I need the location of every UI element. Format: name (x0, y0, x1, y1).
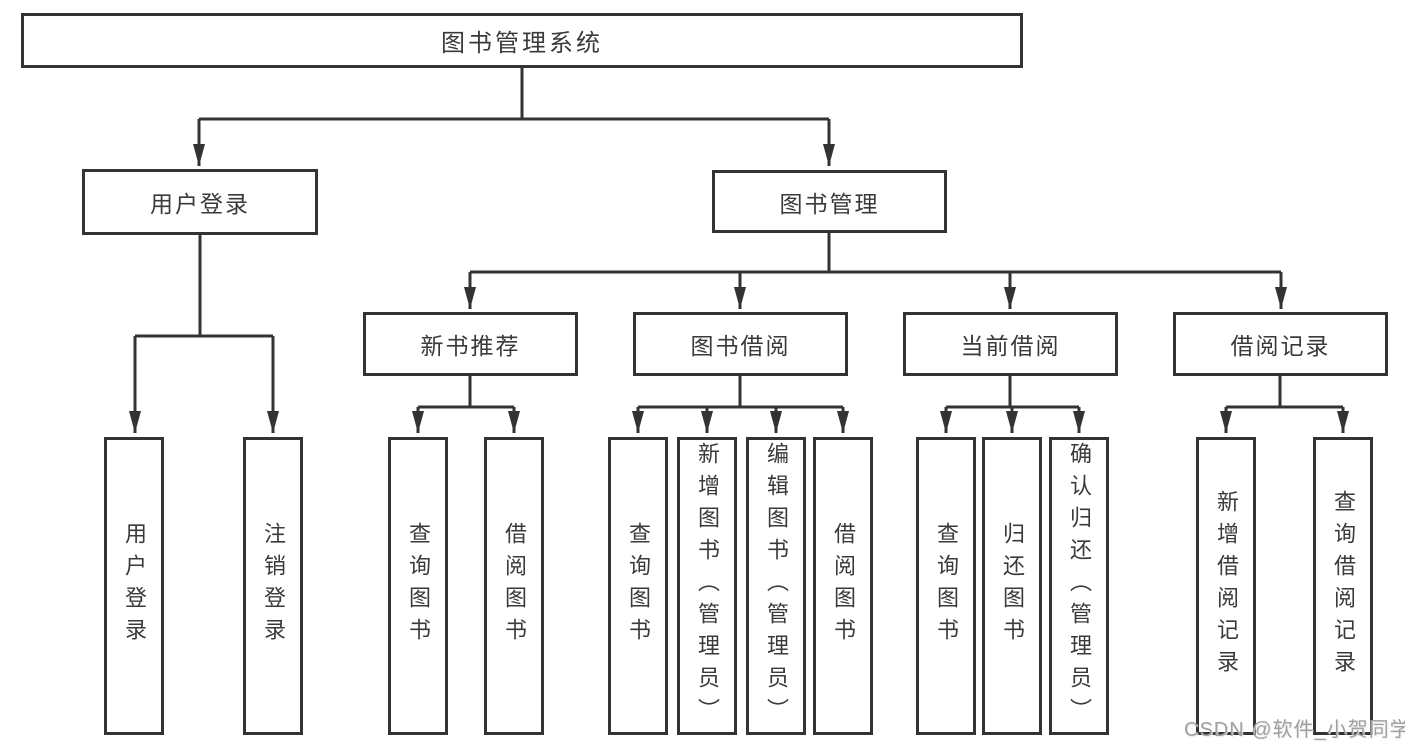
leaf-label: 注销登录 (261, 522, 286, 650)
node-leaf-borrow-books-recommend: 借阅图书 (484, 437, 544, 735)
leaf-label: 查询图书 (406, 522, 431, 650)
node-leaf-query-books-borrowing: 查询图书 (608, 437, 668, 735)
node-leaf-borrow-books: 借阅图书 (813, 437, 873, 735)
leaf-label: 借阅图书 (831, 522, 856, 650)
leaf-label: 查询图书 (934, 522, 959, 650)
node-current-borrowing: 当前借阅 (903, 312, 1118, 376)
node-new-book-recommendation: 新书推荐 (363, 312, 578, 376)
leaf-label: 编辑图书（管理员） (764, 442, 789, 730)
leaf-label: 借阅图书 (502, 522, 527, 650)
node-leaf-confirm-return-admin: 确认归还（管理员） (1049, 437, 1109, 735)
leaf-label: 新增借阅记录 (1214, 490, 1239, 682)
node-leaf-query-books-recommend: 查询图书 (388, 437, 448, 735)
node-leaf-add-borrow-record: 新增借阅记录 (1196, 437, 1256, 735)
leaf-label: 查询图书 (626, 522, 651, 650)
leaf-label: 归还图书 (1000, 522, 1025, 650)
node-leaf-edit-books-admin: 编辑图书（管理员） (746, 437, 806, 735)
node-book-borrowing: 图书借阅 (633, 312, 848, 376)
node-book-management-branch: 图书管理 (712, 170, 947, 233)
leaf-label: 新增图书（管理员） (695, 442, 720, 730)
node-leaf-query-borrow-record: 查询借阅记录 (1313, 437, 1373, 735)
node-leaf-logout: 注销登录 (243, 437, 303, 735)
leaf-label: 用户登录 (122, 522, 147, 650)
node-leaf-query-books-current: 查询图书 (916, 437, 976, 735)
node-leaf-return-books: 归还图书 (982, 437, 1042, 735)
csdn-watermark: CSDN @软件_小贺同学 (1184, 719, 1405, 741)
node-user-login-branch: 用户登录 (82, 169, 318, 235)
leaf-label: 确认归还（管理员） (1067, 442, 1092, 730)
node-leaf-add-books-admin: 新增图书（管理员） (677, 437, 737, 735)
leaf-label: 查询借阅记录 (1331, 490, 1356, 682)
node-borrowing-records: 借阅记录 (1173, 312, 1388, 376)
node-leaf-user-login: 用户登录 (104, 437, 164, 735)
node-library-management-system: 图书管理系统 (21, 13, 1023, 68)
